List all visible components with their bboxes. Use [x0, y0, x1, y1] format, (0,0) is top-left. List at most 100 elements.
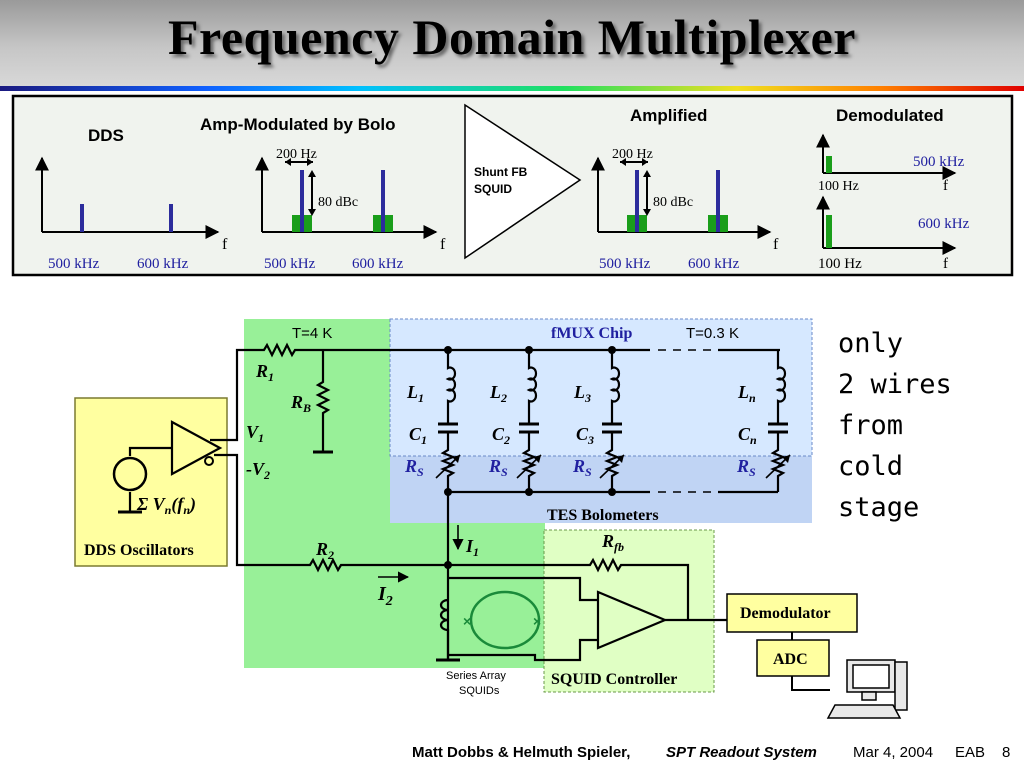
- slide-footer: Matt Dobbs & Helmuth Spieler, SPT Readou…: [0, 741, 1024, 763]
- rs3-label: RS: [572, 456, 592, 479]
- spectrum-panel: DDS f 500 kHz 600 kHz Amp-Modulated by B…: [11, 94, 1014, 277]
- dds-spectrum: DDS f 500 kHz 600 kHz: [35, 126, 228, 272]
- input-coil-icon: [439, 598, 450, 660]
- demod-bottom-x-label: 100 Hz: [818, 256, 862, 272]
- note-line-5: stage: [838, 492, 919, 523]
- amplified-dbc-label: 80 dBc: [653, 195, 693, 210]
- amplified-sideband-600-right: [720, 215, 728, 232]
- c2-label: C2: [492, 424, 510, 447]
- modulated-carrier-500: [300, 170, 304, 232]
- modulated-x2-label: 600 kHz: [352, 256, 404, 272]
- demod-top-label: 500 kHz: [913, 154, 965, 170]
- lcr-legs: [435, 346, 791, 496]
- amplified-sideband-500-left: [627, 215, 635, 232]
- rfb-loop: [448, 557, 690, 662]
- adc-label: ADC: [773, 651, 808, 668]
- demodulated-title: Demodulated: [836, 106, 944, 125]
- amplified-x2-label: 600 kHz: [688, 256, 740, 272]
- rfb-label: Rfb: [601, 531, 624, 554]
- dds-f-label: f: [222, 236, 228, 253]
- i1-label: I1: [465, 536, 479, 559]
- dds-x2-label: 600 kHz: [137, 256, 189, 272]
- title-bar: Frequency Domain Multiplexer: [0, 0, 1024, 86]
- dds-oscillators-label: DDS Oscillators: [84, 542, 194, 559]
- footer-authors: Matt Dobbs & Helmuth Spieler,: [412, 744, 631, 761]
- demodulated-spectrum: Demodulated 500 kHz 100 Hz f 600 kHz 100…: [816, 106, 970, 272]
- temp-03k-label: T=0.3 K: [686, 325, 739, 342]
- amplified-title: Amplified: [630, 106, 707, 125]
- dds-oscillator: Σ Vn(fn) DDS Oscillators: [84, 420, 448, 573]
- demodulator-label: Demodulator: [740, 605, 831, 622]
- dds-signal-source-icon: [112, 456, 148, 492]
- temp-4k-label: T=4 K: [292, 325, 332, 342]
- rb-label: RB: [290, 392, 311, 415]
- modulated-carrier-600: [381, 170, 385, 232]
- amplified-carrier-600: [716, 170, 720, 232]
- c3-label: C3: [576, 424, 594, 447]
- readout-chain: Demodulator ADC: [726, 593, 908, 719]
- ln-label: Ln: [737, 382, 756, 405]
- l2-label: L2: [489, 382, 507, 405]
- tes-bolometers-label: TES Bolometers: [547, 507, 659, 524]
- squid-controller-label: SQUID Controller: [551, 671, 677, 688]
- note-line-3: from: [838, 410, 903, 441]
- circuit-diagram: T=4 K fMUX Chip T=0.3 K R1 RB: [74, 318, 952, 719]
- amplified-spectrum: Amplified 200 Hz 80 dBc f 500 kHz 600 kH…: [591, 106, 779, 272]
- i2-label: I2: [377, 583, 393, 609]
- v2-label: -V2: [246, 459, 270, 482]
- computer-icon: [826, 659, 908, 719]
- modulated-peak-label: 200 Hz: [276, 147, 317, 162]
- dds-carrier-600: [169, 204, 173, 232]
- modulated-spectrum: Amp-Modulated by Bolo 200 Hz 80 dBc f 50…: [200, 115, 446, 272]
- junction-left-icon: ×: [463, 613, 471, 629]
- inverting-output-bubble: [204, 456, 214, 466]
- squid-label-line1: Shunt FB: [474, 165, 528, 179]
- demod-top-f-label: f: [943, 178, 948, 194]
- lcr-labels: L1 C1 RS L2 C2 RS L3 C3 RS Ln Cn RS: [404, 382, 757, 479]
- fmux-chip-label: fMUX Chip: [551, 325, 632, 342]
- l3-label: L3: [573, 382, 591, 405]
- demod-top-signal: [826, 156, 832, 173]
- rs1-label: RS: [404, 456, 424, 479]
- footer-date: Mar 4, 2004: [853, 744, 934, 761]
- modulated-x1-label: 500 kHz: [264, 256, 316, 272]
- dds-oscillator-box: [74, 397, 228, 567]
- sigma-vn-label: Σ Vn(fn): [136, 494, 196, 517]
- series-array-label-2: SQUIDs: [459, 685, 500, 697]
- rs2-label: RS: [488, 456, 508, 479]
- dds-title: DDS: [88, 126, 124, 145]
- footer-page-number: 8: [1002, 744, 1011, 761]
- fmux-chip-region: [389, 318, 813, 457]
- squid-ring-icon: [469, 590, 541, 650]
- v1-label: V1: [246, 422, 264, 445]
- modulated-sideband-600-left: [373, 215, 381, 232]
- shunt-fb-squid: Shunt FB SQUID: [464, 103, 582, 260]
- slide-title: Frequency Domain Multiplexer: [168, 9, 856, 65]
- modulated-peak-arrows: [285, 158, 313, 166]
- r1-label: R1: [255, 361, 274, 384]
- note-line-2: 2 wires: [838, 369, 952, 400]
- series-array-squids: × × Series Array SQUIDs: [436, 590, 541, 697]
- amplified-sideband-600-left: [708, 215, 716, 232]
- c1-label: C1: [409, 424, 427, 447]
- dds-x1-label: 500 kHz: [48, 256, 100, 272]
- modulated-f-label: f: [440, 236, 446, 253]
- modulated-sideband-600-right: [385, 215, 393, 232]
- note-line-4: cold: [838, 451, 903, 482]
- amplified-peak-arrows: [620, 158, 648, 166]
- modulated-sideband-500-left: [292, 215, 300, 232]
- controller-amplifier-triangle: [596, 590, 668, 650]
- demod-bottom-label: 600 kHz: [918, 216, 970, 232]
- amplified-carrier-500: [635, 170, 639, 232]
- squid-amplifier-triangle: [464, 103, 582, 260]
- rb-resistor: [313, 350, 333, 454]
- demod-bottom-f-label: f: [943, 256, 948, 272]
- amplified-peak-label: 200 Hz: [612, 147, 653, 162]
- series-array-label-1: Series Array: [446, 670, 506, 682]
- footer-initials: EAB: [955, 744, 986, 761]
- modulated-sideband-500-right: [304, 215, 312, 232]
- r2-label: R2: [315, 539, 334, 562]
- amplified-sideband-500-right: [639, 215, 647, 232]
- junction-right-icon: ×: [533, 613, 541, 629]
